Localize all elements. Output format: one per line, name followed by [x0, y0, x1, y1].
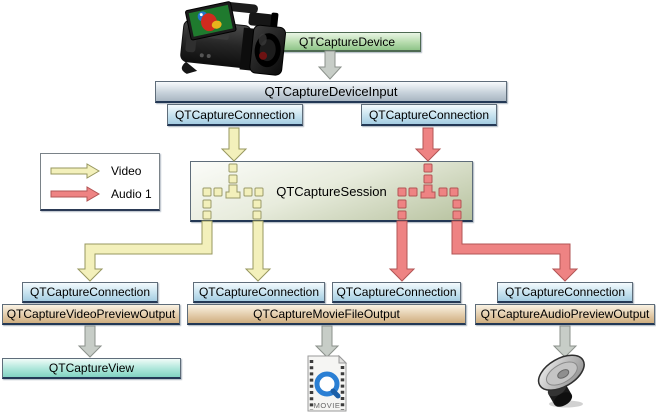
node-qtcaptureaudiopreviewoutput: QTCaptureAudioPreviewOutput	[475, 304, 655, 325]
session-to-movie-audio-arrow	[388, 220, 416, 282]
legend-video-arrow-icon	[50, 163, 100, 179]
node-qtcapturevideopreviewoutput: QTCaptureVideoPreviewOutput	[2, 304, 180, 325]
legend-audio-arrow-icon	[50, 186, 100, 202]
node-qtcapturesession: QTCaptureSession	[190, 161, 473, 222]
movie-output-to-file-arrow	[314, 325, 340, 358]
legend-audio-label: Audio 1	[111, 187, 152, 201]
device-to-input-arrow	[317, 50, 343, 80]
node-connection-input-audio: QTCaptureConnection	[361, 104, 497, 126]
node-qtcaptureview: QTCaptureView	[2, 358, 181, 379]
video-output-to-view-arrow	[77, 325, 103, 358]
legend-arrows	[50, 163, 100, 202]
audio-input-to-session-arrow	[414, 127, 442, 162]
session-to-movie-video-arrow	[244, 220, 272, 282]
legend-video-label: Video	[111, 164, 142, 178]
node-qtcapturemoviefileoutput: QTCaptureMovieFileOutput	[187, 304, 466, 325]
camcorder-lcd-screen	[185, 1, 237, 41]
audio-output-to-speaker-arrow	[552, 325, 578, 358]
video-input-to-session-arrow	[220, 127, 248, 162]
quicktime-movie-file-icon: MOVIE	[307, 355, 348, 412]
node-connection-movie-audio: QTCaptureConnection	[332, 282, 461, 303]
legend: Video Audio 1	[40, 153, 160, 211]
speaker-icon	[537, 354, 585, 408]
node-connection-input-video: QTCaptureConnection	[167, 104, 303, 126]
session-to-video-preview-arrow	[76, 220, 213, 282]
session-to-audio-preview-arrow	[451, 220, 579, 282]
node-qtcapturedeviceinput: QTCaptureDeviceInput	[155, 81, 507, 103]
node-connection-movie-video: QTCaptureConnection	[193, 282, 325, 303]
node-qtcapturedevice: QTCaptureDevice	[273, 32, 421, 52]
node-connection-video-preview: QTCaptureConnection	[22, 282, 158, 303]
movie-file-label: MOVIE	[314, 401, 341, 410]
node-connection-audio-preview: QTCaptureConnection	[497, 282, 633, 303]
